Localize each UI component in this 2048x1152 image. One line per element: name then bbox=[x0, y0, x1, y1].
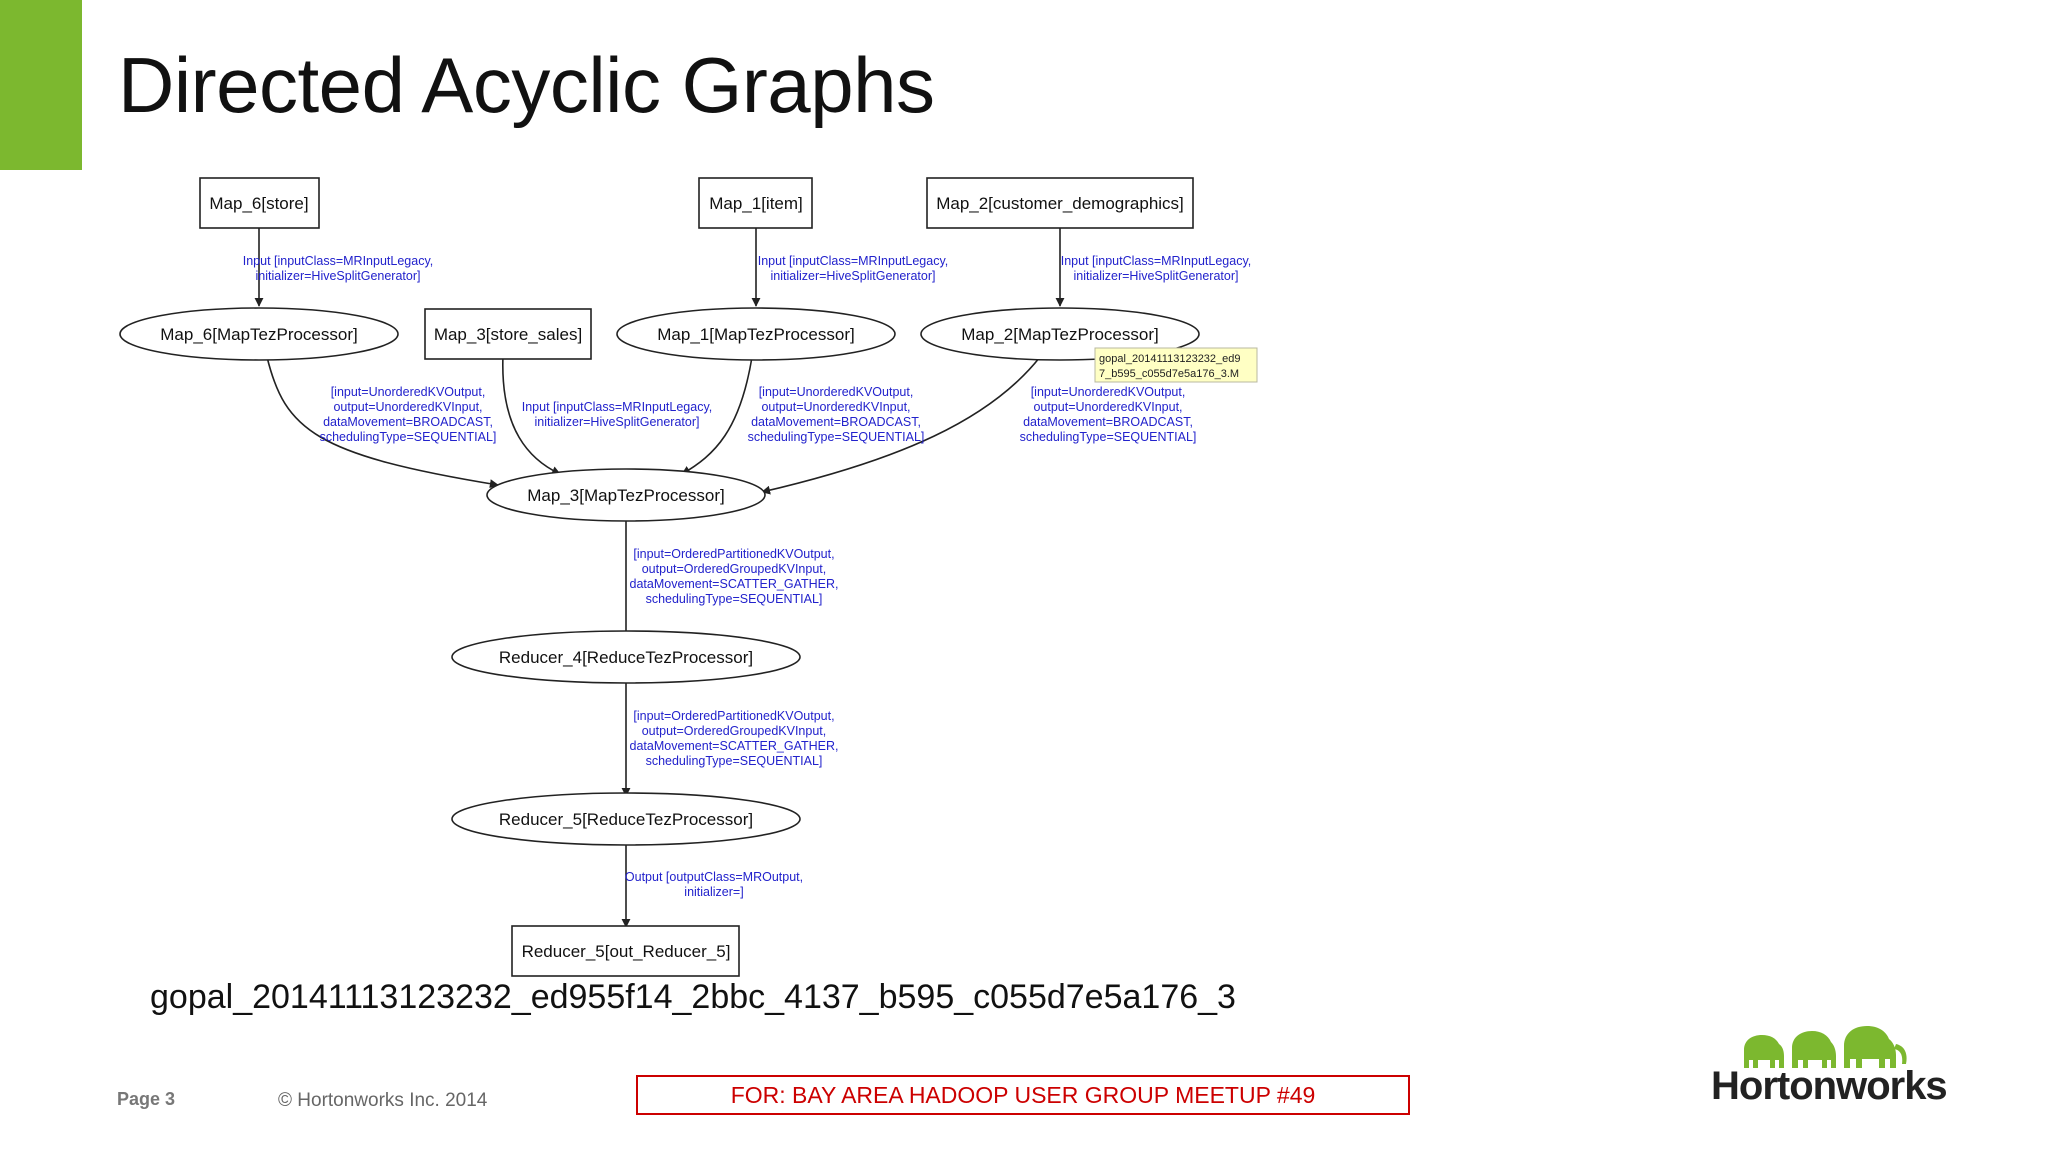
svg-text:Map_1[MapTezProcessor]: Map_1[MapTezProcessor] bbox=[657, 325, 854, 344]
svg-text:Map_2[MapTezProcessor]: Map_2[MapTezProcessor] bbox=[961, 325, 1158, 344]
edge-label-map2-broadcast: [input=UnorderedKVOutput,output=Unordere… bbox=[1020, 385, 1197, 444]
node-map1-item[interactable]: Map_1[item] bbox=[698, 177, 813, 229]
edge-map2-to-map3 bbox=[761, 356, 1041, 495]
meetup-banner: FOR: BAY AREA HADOOP USER GROUP MEETUP #… bbox=[636, 1075, 1410, 1115]
svg-text:[input=UnorderedKVOutput,outpu: [input=UnorderedKVOutput,output=Unordere… bbox=[748, 385, 925, 444]
svg-text:Input [inputClass=MRInputLegac: Input [inputClass=MRInputLegacy,initiali… bbox=[243, 254, 434, 283]
edge-label-map6-input: Input [inputClass=MRInputLegacy,initiali… bbox=[243, 254, 434, 283]
svg-text:Map_1[item]: Map_1[item] bbox=[709, 194, 803, 213]
dag-diagram: Input [inputClass=MRInputLegacy,initiali… bbox=[119, 177, 1258, 977]
svg-text:Input [inputClass=MRInputLegac: Input [inputClass=MRInputLegacy,initiali… bbox=[522, 400, 713, 429]
node-map2-processor[interactable]: Map_2[MapTezProcessor] bbox=[920, 307, 1200, 361]
node-map3-store-sales[interactable]: Map_3[store_sales] bbox=[424, 308, 592, 360]
node-map3-processor[interactable]: Map_3[MapTezProcessor] bbox=[486, 468, 766, 522]
hortonworks-logo-text: Hortonworks bbox=[1711, 1064, 1948, 1108]
copyright: © Hortonworks Inc. 2014 bbox=[278, 1090, 488, 1111]
edge-label-map1-broadcast: [input=UnorderedKVOutput,output=Unordere… bbox=[748, 385, 925, 444]
node-map6-store[interactable]: Map_6[store] bbox=[199, 177, 320, 229]
svg-text:Reducer_4[ReduceTezProcessor]: Reducer_4[ReduceTezProcessor] bbox=[499, 648, 753, 667]
svg-text:Input [inputClass=MRInputLegac: Input [inputClass=MRInputLegacy,initiali… bbox=[758, 254, 949, 283]
elephant-herd-icon bbox=[1744, 1026, 1907, 1068]
node-map1-processor[interactable]: Map_1[MapTezProcessor] bbox=[616, 307, 896, 361]
meetup-banner-text: FOR: BAY AREA HADOOP USER GROUP MEETUP #… bbox=[730, 1081, 1316, 1108]
svg-text:[input=OrderedPartitionedKVOut: [input=OrderedPartitionedKVOutput,output… bbox=[630, 709, 839, 768]
edge-label-map6-broadcast: [input=UnorderedKVOutput,output=Unordere… bbox=[320, 385, 497, 444]
edge-label-map3ss-input: Input [inputClass=MRInputLegacy,initiali… bbox=[522, 400, 713, 429]
edge-label-map1-input: Input [inputClass=MRInputLegacy,initiali… bbox=[758, 254, 949, 283]
svg-text:Map_6[MapTezProcessor]: Map_6[MapTezProcessor] bbox=[160, 325, 357, 344]
node-reducer4-processor[interactable]: Reducer_4[ReduceTezProcessor] bbox=[451, 630, 801, 684]
edge-label-red4-scatter: [input=OrderedPartitionedKVOutput,output… bbox=[630, 709, 839, 768]
svg-text:Reducer_5[ReduceTezProcessor]: Reducer_5[ReduceTezProcessor] bbox=[499, 810, 753, 829]
node-map6-processor[interactable]: Map_6[MapTezProcessor] bbox=[119, 307, 399, 361]
node-reducer5-output[interactable]: Reducer_5[out_Reducer_5] bbox=[511, 925, 740, 977]
node-reducer5-processor[interactable]: Reducer_5[ReduceTezProcessor] bbox=[451, 792, 801, 846]
svg-text:Reducer_5[out_Reducer_5]: Reducer_5[out_Reducer_5] bbox=[522, 942, 731, 961]
svg-text:Output [outputClass=MROutput,i: Output [outputClass=MROutput,initializer… bbox=[625, 870, 803, 899]
edge-label-map2-input: Input [inputClass=MRInputLegacy,initiali… bbox=[1061, 254, 1252, 283]
svg-text:[input=OrderedPartitionedKVOut: [input=OrderedPartitionedKVOutput,output… bbox=[630, 547, 839, 606]
accent-bar bbox=[0, 0, 82, 170]
page-number: Page 3 bbox=[117, 1089, 176, 1109]
edge-map6-to-map3 bbox=[266, 356, 499, 489]
svg-text:Map_6[store]: Map_6[store] bbox=[209, 194, 308, 213]
slide-title: Directed Acyclic Graphs bbox=[118, 41, 935, 129]
svg-text:[input=UnorderedKVOutput,outpu: [input=UnorderedKVOutput,output=Unordere… bbox=[1020, 385, 1197, 444]
svg-text:Map_3[store_sales]: Map_3[store_sales] bbox=[434, 325, 582, 344]
edge-map1-to-map3 bbox=[681, 356, 753, 475]
svg-text:[input=UnorderedKVOutput,outpu: [input=UnorderedKVOutput,output=Unordere… bbox=[320, 385, 497, 444]
svg-text:Map_2[customer_demographics]: Map_2[customer_demographics] bbox=[936, 194, 1184, 213]
node-map2-customer-demographics[interactable]: Map_2[customer_demographics] bbox=[926, 177, 1194, 229]
svg-text:Map_3[MapTezProcessor]: Map_3[MapTezProcessor] bbox=[527, 486, 724, 505]
edge-map3ss-to-map3 bbox=[502, 354, 561, 475]
svg-text:Input [inputClass=MRInputLegac: Input [inputClass=MRInputLegacy,initiali… bbox=[1061, 254, 1252, 283]
dag-caption: gopal_20141113123232_ed955f14_2bbc_4137_… bbox=[150, 978, 1236, 1016]
edge-label-red5-output: Output [outputClass=MROutput,initializer… bbox=[625, 870, 803, 899]
edge-label-map3-scatter: [input=OrderedPartitionedKVOutput,output… bbox=[630, 547, 839, 606]
